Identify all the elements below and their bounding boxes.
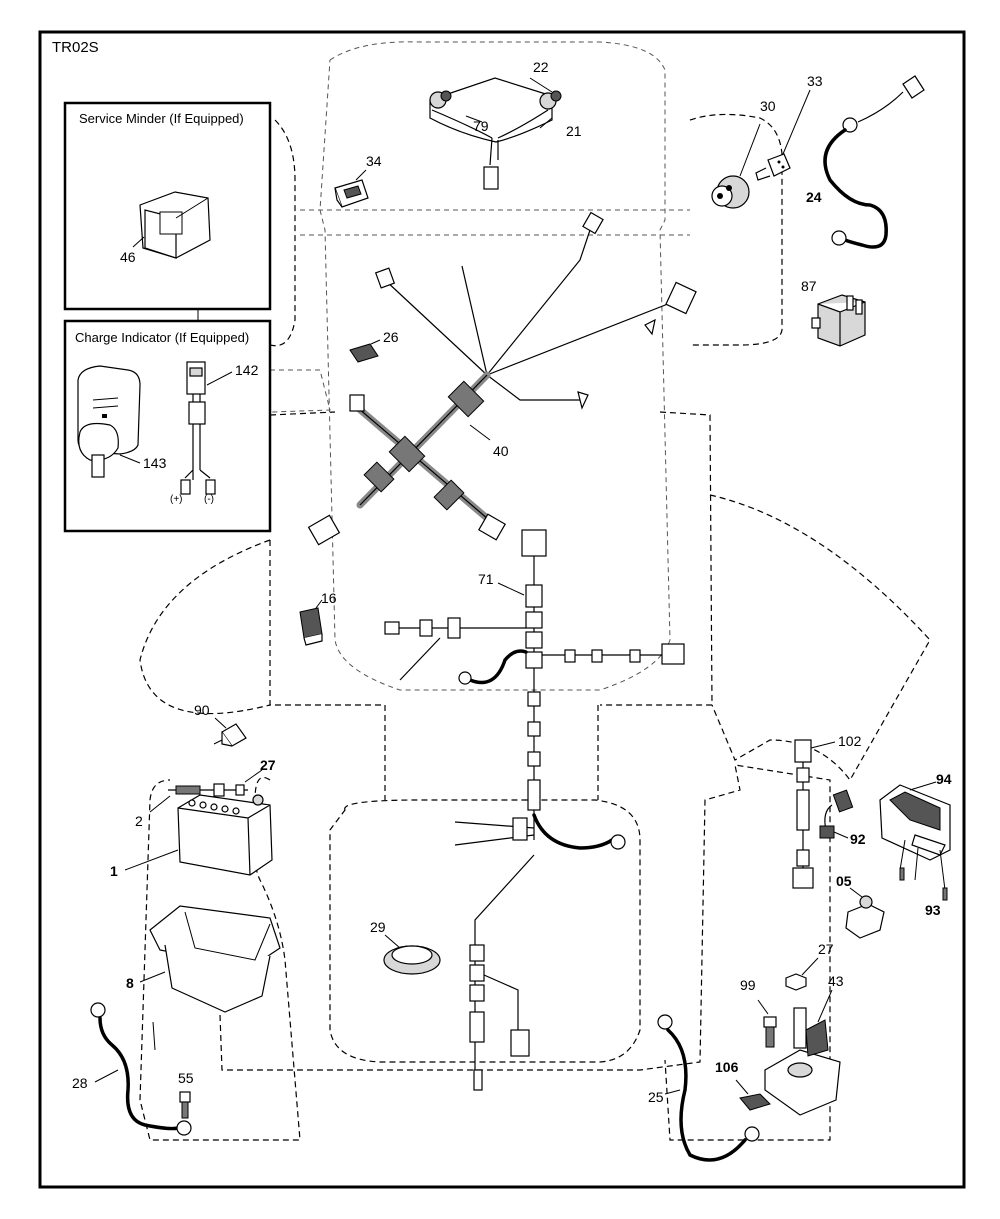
switch-05 [845, 887, 885, 939]
callout-93: 93 [925, 902, 941, 918]
callout-40: 40 [493, 443, 509, 459]
charge-indicator-gauge [77, 365, 141, 478]
cable-25 [657, 1014, 760, 1162]
switch-43 [764, 957, 841, 1116]
callout-05: 05 [836, 873, 852, 889]
callout-28: 28 [72, 1075, 88, 1091]
battery-bolt [149, 769, 263, 813]
ignition-switch-30 [711, 123, 761, 209]
callout-26: 26 [383, 329, 399, 345]
callout-16: 16 [321, 590, 337, 606]
callout-79: 79 [473, 118, 489, 134]
relay-16 [299, 599, 323, 646]
cable-24 [823, 75, 925, 249]
callout-24: 24 [806, 189, 822, 205]
fuse-26 [349, 339, 381, 363]
diagram-frame [38, 30, 966, 1189]
callout-99: 99 [740, 977, 756, 993]
callout-30: 30 [760, 98, 776, 114]
bolt-99 [757, 999, 777, 1048]
headlight-harness [429, 77, 562, 190]
callout-21: 21 [566, 123, 582, 139]
main-harness-40 [307, 211, 697, 546]
switch-34 [334, 169, 369, 208]
harness-102 [792, 739, 836, 889]
harness-71 [384, 529, 685, 840]
callout-46: 46 [120, 249, 136, 265]
lower-harness [454, 813, 626, 1091]
callout-22: 22 [533, 59, 549, 75]
callout-2: 2 [135, 813, 143, 829]
diagram-code: TR02S [52, 39, 99, 56]
cable-28 [90, 1002, 192, 1136]
part-90 [213, 717, 247, 747]
callout-94: 94 [936, 771, 952, 787]
solenoid-87 [811, 294, 866, 347]
charge-indicator-title: Charge Indicator (If Equipped) [75, 330, 249, 345]
callout-33: 33 [807, 73, 823, 89]
callout-27-battery: 27 [260, 757, 276, 773]
callout-27-switch: 27 [818, 941, 834, 957]
callout-25: 25 [648, 1089, 664, 1105]
ignition-key-33 [755, 89, 811, 181]
callout-55: 55 [178, 1070, 194, 1086]
charge-indicator-box: Charge Indicator (If Equipped) 143 142 (… [63, 319, 272, 533]
callout-71: 71 [478, 571, 494, 587]
terminal-negative: (-) [204, 494, 214, 505]
callout-90: 90 [194, 702, 210, 718]
callout-92: 92 [850, 831, 866, 847]
callout-102: 102 [838, 733, 862, 749]
callout-142: 142 [235, 362, 259, 378]
seat-switch-92 [819, 789, 854, 839]
battery-tray-8 [139, 905, 281, 1013]
battery-1 [124, 794, 273, 876]
bolt-55 [179, 1091, 191, 1119]
callout-43: 43 [828, 973, 844, 989]
tractor-outline [139, 41, 931, 1141]
callout-29: 29 [370, 919, 386, 935]
callout-1: 1 [110, 863, 118, 879]
service-minder-unit [139, 191, 211, 259]
clip-106 [735, 1079, 771, 1111]
service-minder-title: Service Minder (If Equipped) [79, 111, 244, 126]
callout-143: 143 [143, 455, 167, 471]
charge-harness [180, 361, 216, 495]
callout-34: 34 [366, 153, 382, 169]
terminal-positive: (+) [170, 494, 183, 505]
service-minder-box: Service Minder (If Equipped) 46 [63, 101, 272, 311]
grommet-29 [383, 934, 441, 975]
callout-8: 8 [126, 975, 134, 991]
callout-106: 106 [715, 1059, 739, 1075]
callout-87: 87 [801, 278, 817, 294]
module-94 [879, 781, 951, 901]
